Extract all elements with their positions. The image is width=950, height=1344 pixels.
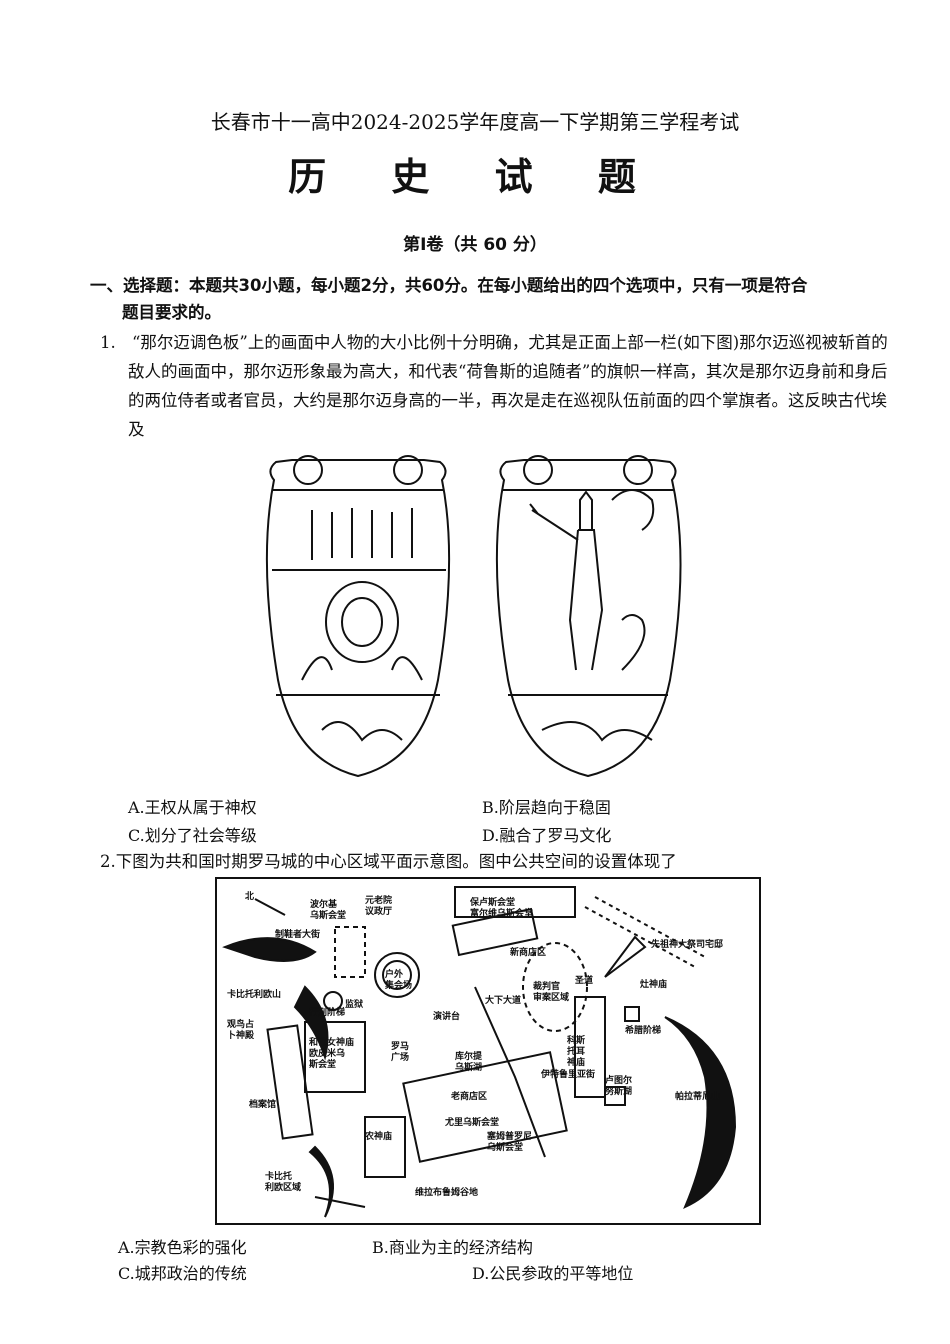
section-heading-line2: 题目要求的。 [122,303,221,322]
label-regia: 先祖神大祭司宅邸 [651,938,723,950]
label-porcia: 波尔基乌斯会堂 [310,898,346,921]
q1-option-a[interactable]: A.王权从属于神权 [128,798,257,817]
page-title: 历 史 试 题 [288,154,662,199]
label-palatine: 帕拉蒂尼山 [675,1090,720,1102]
label-shrine-via: 圣道 [575,974,593,986]
label-juturna: 卢图尔努斯湖 [605,1074,632,1097]
question-1-stem: “那尔迈调色板”上的画面中人物的大小比例十分明确，尤其是正面上部一栏(如下图)那… [128,333,888,439]
label-new-shops: 新商店区 [510,946,546,958]
label-tribunal: 裁判官审案区域 [533,980,569,1003]
q1-option-d[interactable]: D.融合了罗马文化 [482,826,612,845]
label-sempronia: 塞姆普罗尼乌斯会堂 [487,1130,532,1153]
label-velabrum: 维拉布鲁姆谷地 [415,1186,478,1198]
question-2-stem: 2.下图为共和国时期罗马城的中心区域平面示意图。图中公共空间的设置体现了 [100,852,677,871]
section-heading-line1: 一、选择题：本题共30小题，每小题2分，共60分。在每小题给出的四个选项中，只有… [90,276,808,295]
label-curtius: 库尔提乌斯湖 [455,1050,483,1073]
north-arrow [254,898,286,916]
map-frame [215,877,761,1225]
narmer-palette-figure [265,455,682,778]
label-archive: 档案馆 [249,1098,276,1110]
roman-forum-map: 北 保卢斯会堂富尔维乌斯会堂 新商店区 波尔基乌斯会堂 元老院议政厅 卡比托利欧… [215,877,761,1225]
label-steps: 行刑阶梯 [308,1006,345,1018]
question-1: 1. “那尔迈调色板”上的画面中人物的大小比例十分明确，尤其是正面上部一栏(如下… [100,328,890,444]
label-assembly: 户外集会场 [384,968,412,991]
q1-option-c[interactable]: C.划分了社会等级 [128,826,257,845]
label-old-shops: 老商店区 [450,1090,487,1102]
label-greek-steps: 希腊阶梯 [625,1024,661,1036]
q2-option-a[interactable]: A.宗教色彩的强化 [118,1238,247,1257]
section-heading: 一、选择题：本题共30小题，每小题2分，共60分。在每小题给出的四个选项中，只有… [90,272,880,326]
q2-option-d[interactable]: D.公民参政的平等地位 [472,1264,634,1283]
label-tuscus: 伊特鲁里亚街 [540,1068,595,1080]
label-vicus: 制鞋者大街 [275,928,320,940]
label-castor: 科斯托耳神庙 [567,1034,585,1068]
label-augur: 观鸟占卜神殿 [227,1018,255,1041]
label-vesta: 灶神庙 [640,978,667,990]
label-julia: 尤里乌斯会堂 [444,1116,499,1128]
palette-obverse-outline [495,459,682,778]
label-aemilia: 保卢斯会堂富尔维乌斯会堂 [469,896,533,919]
label-capitol-area: 卡比托利欧区域 [264,1170,301,1193]
label-senate: 元老院议政厅 [365,894,392,917]
q2-option-c[interactable]: C.城邦政治的传统 [118,1264,247,1283]
label-rostra: 演讲台 [433,1010,460,1022]
q2-option-b[interactable]: B.商业为主的经济结构 [372,1238,533,1257]
label-prison: 监狱 [345,998,363,1010]
q1-option-b[interactable]: B.阶层趋向于稳固 [482,798,611,817]
label-concord: 和谐女神庙欧皮米乌斯会堂 [308,1036,354,1070]
capitol-hill-mark [222,937,317,962]
label-saturn: 农神庙 [364,1130,392,1142]
volume-label: 第Ⅰ卷（共 60 分） [403,235,547,255]
label-north: 北 [245,890,254,902]
palatine-hill-mark [664,1016,737,1209]
question-1-number: 1. [100,333,116,352]
palette-reverse-outline [265,459,451,778]
label-sacra: 大下大道 [485,994,521,1006]
exam-subtitle: 长春市十一高中2024-2025学年度高一下学期第三学程考试 [210,110,740,134]
label-capitol: 卡比托利欧山 [227,988,281,1000]
label-forum: 罗马广场 [391,1041,409,1063]
